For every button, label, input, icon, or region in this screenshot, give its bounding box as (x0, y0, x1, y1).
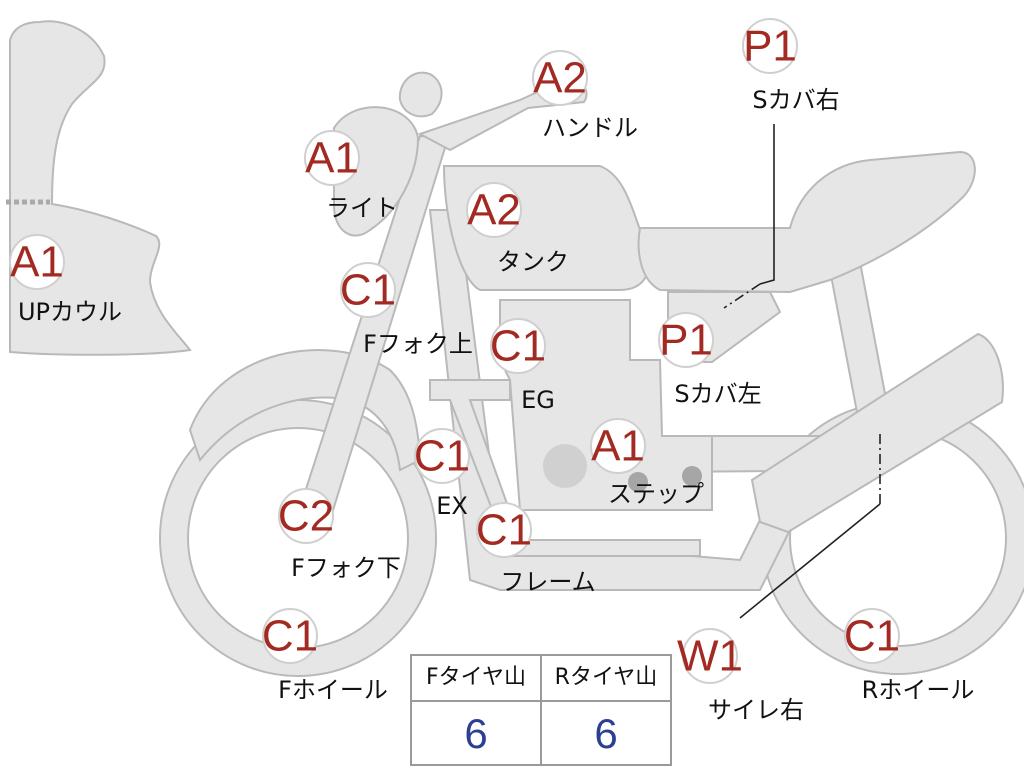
label-exhaust: EX (436, 492, 468, 520)
label-engine: EG (521, 386, 555, 414)
label-f-fork-up: Fフォク上 (363, 330, 473, 358)
badge-s-cover-right[interactable]: P1 (742, 18, 798, 74)
tread-header-rear: Rタイヤ山 (540, 656, 670, 702)
svg-text:C1: C1 (476, 506, 532, 555)
badge-engine[interactable]: C1 (490, 318, 546, 374)
svg-text:C1: C1 (844, 612, 900, 661)
headlight-shape (333, 106, 420, 237)
svg-text:C1: C1 (340, 266, 396, 315)
step-peg-left (628, 472, 648, 492)
tread-value-front: 6 (464, 710, 488, 757)
badge-silencer-right[interactable]: W1 (677, 628, 743, 684)
label-s-cover-right: Sカバ右 (752, 86, 839, 114)
tread-header-front: Fタイヤ山 (412, 656, 540, 702)
svg-text:C1: C1 (490, 322, 546, 371)
step-peg-right (682, 466, 702, 486)
badge-handle[interactable]: A2 (532, 50, 588, 106)
badge-exhaust[interactable]: C1 (414, 428, 470, 484)
svg-text:A2: A2 (533, 54, 587, 103)
svg-text:A1: A1 (10, 238, 64, 287)
svg-text:A2: A2 (467, 186, 521, 235)
svg-text:P1: P1 (659, 316, 713, 365)
label-s-cover-left: Sカバ左 (674, 380, 761, 408)
tread-header-row: Fタイヤ山 Rタイヤ山 (412, 656, 670, 702)
badge-up-cowl[interactable]: A1 (9, 234, 65, 290)
label-frame: フレーム (500, 568, 595, 596)
svg-text:A1: A1 (591, 422, 645, 471)
badge-f-wheel[interactable]: C1 (262, 608, 318, 664)
badge-r-wheel[interactable]: C1 (844, 608, 900, 664)
leader-silencer (739, 503, 881, 619)
label-f-fork-low: Fフォク下 (291, 554, 401, 582)
label-silencer-right: サイレ右 (708, 696, 804, 724)
tire-tread-table: Fタイヤ山 Rタイヤ山 6 6 (410, 654, 672, 766)
badge-f-fork-low[interactable]: C2 (278, 488, 334, 544)
leader-s-cover-right-dash (723, 283, 761, 309)
label-f-wheel: Fホイール (278, 676, 388, 704)
tread-value-row: 6 6 (412, 702, 670, 766)
engine-cover (543, 444, 587, 488)
tread-value-rear: 6 (540, 702, 670, 766)
badge-light[interactable]: A1 (304, 130, 360, 186)
mirror (398, 71, 443, 118)
badge-tank[interactable]: A2 (466, 182, 522, 238)
label-up-cowl: UPカウル (18, 298, 122, 326)
silencer-shape (750, 332, 1004, 534)
label-handle: ハンドル (542, 114, 638, 142)
badge-frame[interactable]: C1 (476, 502, 532, 558)
svg-text:P1: P1 (743, 22, 797, 71)
label-step: ステップ (608, 480, 704, 508)
svg-text:C1: C1 (414, 432, 470, 481)
svg-text:W1: W1 (677, 632, 743, 681)
label-r-wheel: Rホイール (862, 676, 975, 704)
seat-shape (637, 150, 976, 294)
svg-text:C2: C2 (278, 492, 334, 541)
svg-text:C1: C1 (262, 612, 318, 661)
badge-f-fork-up[interactable]: C1 (340, 262, 396, 318)
leader-s-cover-right (759, 124, 775, 285)
label-light: ライト (326, 194, 398, 222)
label-tank: タンク (497, 248, 569, 276)
svg-text:A1: A1 (305, 134, 359, 183)
badge-step[interactable]: A1 (590, 418, 646, 474)
badge-s-cover-left[interactable]: P1 (658, 312, 714, 368)
